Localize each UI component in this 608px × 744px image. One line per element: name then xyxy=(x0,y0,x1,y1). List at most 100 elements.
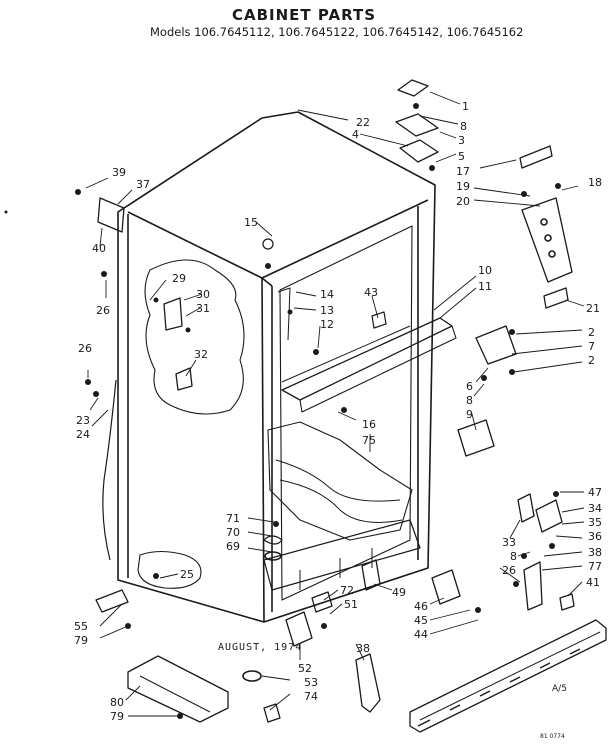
mullion-bar xyxy=(281,325,411,383)
bracket-33 xyxy=(517,493,535,523)
print-stamp: 81 0774 xyxy=(540,733,565,740)
callout-label: 37 xyxy=(136,178,150,191)
callout-label: 13 xyxy=(320,304,334,317)
caster-cap-74 xyxy=(263,703,281,723)
latch-49 xyxy=(361,559,381,591)
hinge-top xyxy=(395,113,439,137)
callout-label: 77 xyxy=(588,560,602,573)
roller-72 xyxy=(311,591,333,613)
callout-label: 10 xyxy=(478,264,492,277)
callout-label: 69 xyxy=(226,540,240,553)
caster-53 xyxy=(242,670,262,682)
bracket-77 xyxy=(523,561,543,611)
callout-label: 9 xyxy=(466,408,473,421)
callout-label: 32 xyxy=(194,348,208,361)
callout-label: 8 xyxy=(466,394,473,407)
callout-label: 38 xyxy=(356,642,370,655)
callout-label: 31 xyxy=(196,302,210,315)
callout-label: 34 xyxy=(588,502,602,515)
clip-41 xyxy=(559,593,575,611)
callout-label: 6 xyxy=(466,380,473,393)
fasteners xyxy=(4,103,561,719)
hinge-pin-37 xyxy=(97,197,125,233)
hinge-plate xyxy=(399,139,439,163)
callout-label: 70 xyxy=(226,526,240,539)
callout-label: 26 xyxy=(96,304,110,317)
callout-label: 2 xyxy=(588,326,595,339)
callout-label: 39 xyxy=(112,166,126,179)
callout-label: 24 xyxy=(76,428,90,441)
callout-label: 80 xyxy=(110,696,124,709)
callout-label: 40 xyxy=(92,242,106,255)
callout-label: 5 xyxy=(458,150,465,163)
page-code: A/5 xyxy=(552,684,567,694)
base-rail xyxy=(127,655,229,723)
callout-label: 8 xyxy=(460,120,467,133)
insulation-patch xyxy=(144,259,245,415)
cabinet-front-frame xyxy=(261,277,265,623)
bracket-46 xyxy=(431,569,461,605)
callout-label: 19 xyxy=(456,180,470,193)
callout-label: 51 xyxy=(344,598,358,611)
revision-date: AUGUST, 1974 xyxy=(218,642,303,653)
cabinet-shell xyxy=(117,111,436,623)
leveling-leg-52 xyxy=(285,611,313,647)
callout-label: 20 xyxy=(456,195,470,208)
leader-lines xyxy=(85,91,585,717)
callout-label: 55 xyxy=(74,620,88,633)
callout-label: 72 xyxy=(340,584,354,597)
door-stop-17 xyxy=(519,145,553,169)
spacer-55 xyxy=(95,589,129,613)
breaker-strip xyxy=(409,619,607,733)
inner-liner xyxy=(279,225,413,601)
callout-label: 23 xyxy=(76,414,90,427)
divider-rail xyxy=(281,317,453,401)
callout-label: 44 xyxy=(414,628,428,641)
callout-label: 22 xyxy=(356,116,370,129)
shelf-support-70 xyxy=(263,535,283,545)
callout-label: 25 xyxy=(180,568,194,581)
callout-label: 14 xyxy=(320,288,334,301)
callout-label: 26 xyxy=(502,564,516,577)
callout-label: 30 xyxy=(196,288,210,301)
callout-labels: 1 8 3 4 5 17 18 19 20 21 22 39 37 40 15 … xyxy=(74,100,602,723)
callout-label: 3 xyxy=(458,134,465,147)
grommet-69 xyxy=(264,551,282,561)
callout-label: 21 xyxy=(586,302,600,315)
callout-label: 29 xyxy=(172,272,186,285)
callout-label: 1 xyxy=(462,100,469,113)
bracket-38-lower xyxy=(355,653,381,713)
hinge-cover xyxy=(397,79,429,97)
hinge-bracket-9 xyxy=(457,419,495,457)
insulation-patch-lower xyxy=(137,550,202,589)
drain-tube xyxy=(102,379,117,561)
callout-label: 4 xyxy=(352,128,359,141)
meat-pan-area xyxy=(267,421,413,541)
callout-label: 33 xyxy=(502,536,516,549)
bracket-34 xyxy=(535,499,563,533)
callout-label: 79 xyxy=(110,710,124,723)
cabinet-base xyxy=(263,519,421,591)
callout-label: 11 xyxy=(478,280,492,293)
page-title: CABINET PARTS xyxy=(231,6,377,24)
callout-label: 35 xyxy=(588,516,602,529)
callout-label: 75 xyxy=(362,434,376,447)
center-hinge xyxy=(475,325,517,365)
callout-label: 74 xyxy=(304,690,318,703)
callout-label: 36 xyxy=(588,530,602,543)
callout-label: 52 xyxy=(298,662,312,675)
bracket-30 xyxy=(163,297,183,331)
callout-label: 49 xyxy=(392,586,406,599)
cabinet-top-edge xyxy=(127,199,429,279)
callout-label: 17 xyxy=(456,165,470,178)
callout-label: 2 xyxy=(588,354,595,367)
wire-harness xyxy=(277,287,291,341)
callout-label: 16 xyxy=(362,418,376,431)
hinge-bracket-right xyxy=(521,197,573,283)
callout-label: 12 xyxy=(320,318,334,331)
callout-label: 8 xyxy=(510,550,517,563)
callout-label: 46 xyxy=(414,600,428,613)
callout-label: 45 xyxy=(414,614,428,627)
